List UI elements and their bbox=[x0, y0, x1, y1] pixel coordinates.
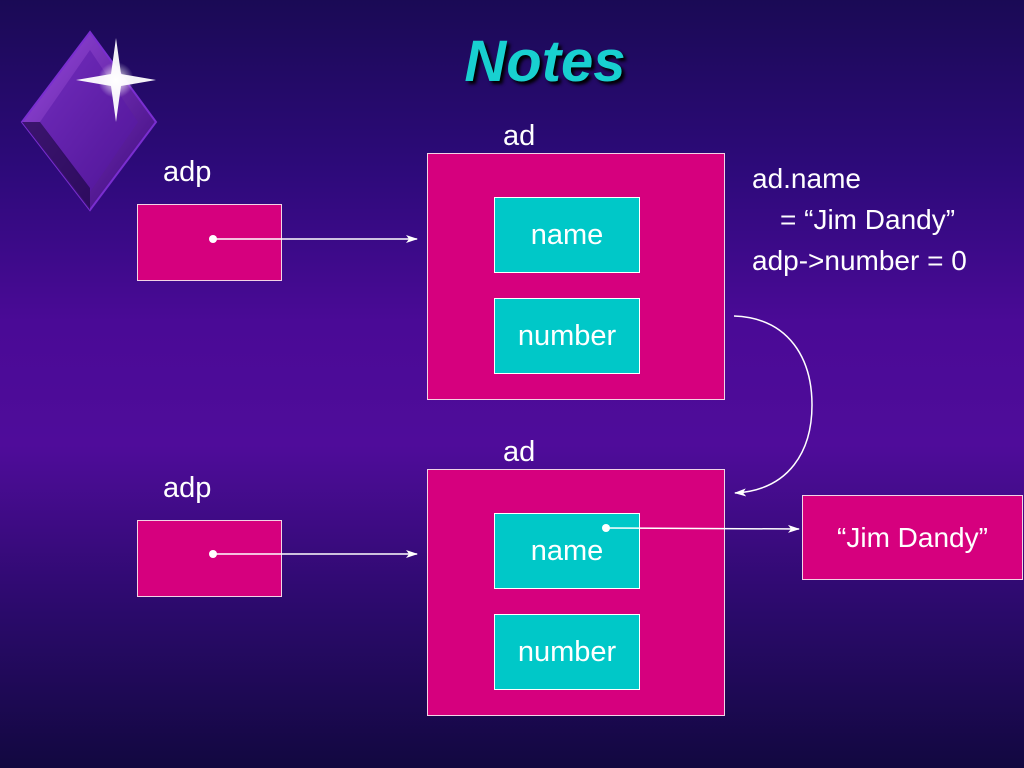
number-field-bottom: number bbox=[494, 614, 640, 690]
name-field-top: name bbox=[494, 197, 640, 273]
transition-curve-arrow bbox=[733, 315, 813, 497]
ad-label-top: ad bbox=[503, 120, 536, 152]
adp-pointer-box-bottom bbox=[137, 520, 282, 597]
name-field-bottom: name bbox=[494, 513, 640, 589]
note-line-2: = “Jim Dandy” bbox=[780, 204, 956, 235]
note-line-1: ad.name bbox=[752, 163, 861, 194]
adp-label-top: adp bbox=[163, 156, 212, 188]
adp-label-bottom: adp bbox=[163, 472, 212, 504]
number-field-top: number bbox=[494, 298, 640, 374]
string-value-box: “Jim Dandy” bbox=[802, 495, 1023, 580]
note-line-3: adp->number = 0 bbox=[752, 245, 967, 276]
diamond-star-icon bbox=[20, 30, 158, 212]
adp-pointer-box-top bbox=[137, 204, 282, 281]
slide-title: Notes bbox=[464, 29, 626, 94]
ad-label-bottom: ad bbox=[503, 436, 536, 468]
